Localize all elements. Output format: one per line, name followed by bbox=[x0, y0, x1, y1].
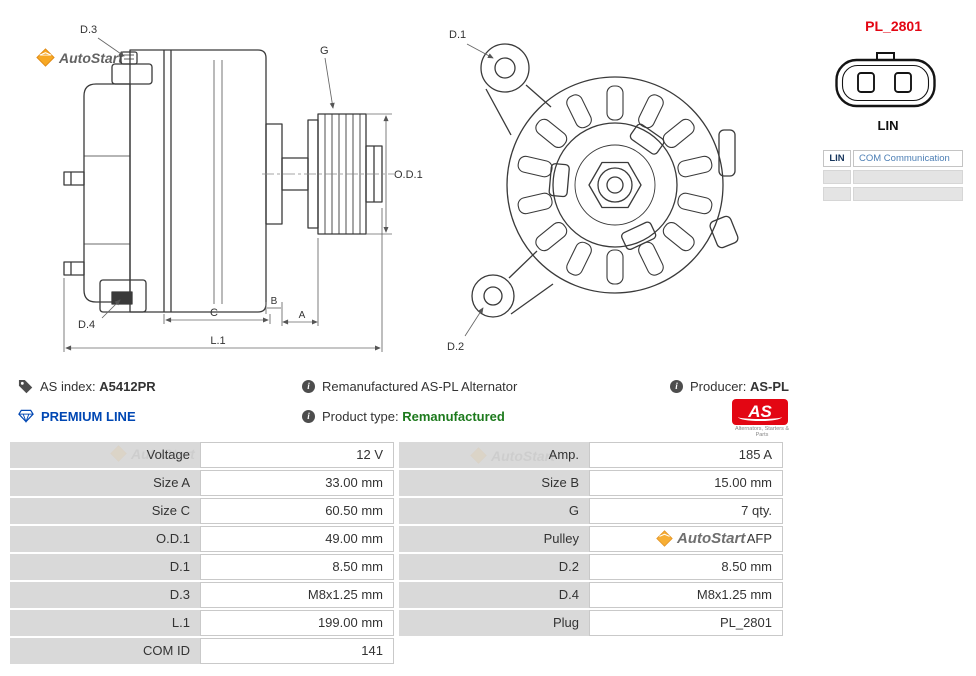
connector-name-label: LIN bbox=[877, 118, 899, 133]
spec-label: Plug bbox=[399, 610, 589, 636]
spec-value: 15.00 mm bbox=[589, 470, 783, 496]
alternator-front-view-drawing: D.1 D.2 bbox=[447, 29, 739, 353]
spec-label: D.1 bbox=[10, 554, 200, 580]
dim-label-c: C bbox=[210, 307, 218, 319]
dim-label-g: G bbox=[320, 45, 329, 57]
table-row: Voltage 12 V Amp. 185 A bbox=[10, 442, 786, 468]
product-type-item: i Product type: Remanufactured bbox=[302, 408, 505, 424]
table-row: Size A 33.00 mm Size B 15.00 mm bbox=[10, 470, 786, 496]
table-row: O.D.1 49.00 mm Pulley AFP bbox=[10, 526, 786, 552]
empty-cell bbox=[823, 170, 851, 184]
table-row: COM ID 141 bbox=[10, 638, 786, 664]
spec-label: L.1 bbox=[10, 610, 200, 636]
alternator-side-view-drawing: D.3 G O.D.1 D.4 C B A L.1 bbox=[63, 24, 423, 352]
spec-value: 185 A bbox=[589, 442, 783, 468]
spec-label: Size C bbox=[10, 498, 200, 524]
producer-text: Producer: AS-PL bbox=[690, 379, 789, 394]
product-type-text: Product type: Remanufactured bbox=[322, 409, 505, 424]
as-index-item: AS index: A5412PR bbox=[18, 378, 156, 394]
as-pl-logo-tagline: Alternators, Starters & Parts bbox=[734, 426, 790, 438]
spec-label: D.3 bbox=[10, 582, 200, 608]
side-view-dimensions bbox=[63, 37, 392, 352]
product-description: Remanufactured AS-PL Alternator bbox=[322, 378, 518, 394]
spec-label: Amp. bbox=[399, 442, 589, 468]
spec-table: Voltage 12 V Amp. 185 A Size A 33.00 mm … bbox=[10, 442, 786, 666]
spec-value: M8x1.25 mm bbox=[200, 582, 394, 608]
table-row: Size C 60.50 mm G 7 qty. bbox=[10, 498, 786, 524]
front-view-dimensions bbox=[464, 43, 494, 337]
info-icon: i bbox=[302, 379, 315, 393]
dim-label-d1: D.1 bbox=[449, 29, 466, 41]
premium-line-label: PREMIUM LINE bbox=[41, 408, 136, 424]
gem-icon bbox=[18, 409, 34, 423]
tag-icon bbox=[18, 379, 33, 393]
pin-table-row-empty bbox=[823, 170, 963, 184]
empty-cell bbox=[853, 170, 963, 184]
connector-pin-table: LIN COM Communication bbox=[823, 150, 963, 204]
pin-table-row: LIN COM Communication bbox=[823, 150, 963, 167]
product-type-label: Product type: bbox=[322, 408, 399, 424]
table-row: D.3 M8x1.25 mm D.4 M8x1.25 mm bbox=[10, 582, 786, 608]
spec-value: M8x1.25 mm bbox=[589, 582, 783, 608]
premium-line-item: PREMIUM LINE bbox=[18, 408, 136, 424]
side-view-body bbox=[63, 49, 383, 313]
description-item: i Remanufactured AS-PL Alternator bbox=[302, 378, 517, 394]
pin-name-cell: LIN bbox=[823, 150, 851, 167]
spec-label: Size B bbox=[399, 470, 589, 496]
spec-label: Pulley bbox=[399, 526, 589, 552]
spec-label: Voltage bbox=[10, 442, 200, 468]
dim-label-a: A bbox=[299, 310, 306, 321]
spec-value: 8.50 mm bbox=[589, 554, 783, 580]
as-index-text: AS index: A5412PR bbox=[40, 379, 156, 394]
spec-value: 141 bbox=[200, 638, 394, 664]
producer-item: i Producer: AS-PL bbox=[670, 378, 789, 394]
spec-label: D.2 bbox=[399, 554, 589, 580]
info-icon: i bbox=[670, 379, 683, 393]
producer-value: AS-PL bbox=[750, 378, 789, 394]
dim-label-d2: D.2 bbox=[447, 341, 464, 353]
pin-description-cell: COM Communication bbox=[853, 150, 963, 167]
plug-connector-drawing bbox=[835, 52, 936, 108]
spec-value: 33.00 mm bbox=[200, 470, 394, 496]
as-index-label: AS index: bbox=[40, 378, 96, 394]
spec-value: 60.50 mm bbox=[200, 498, 394, 524]
spec-label: O.D.1 bbox=[10, 526, 200, 552]
spec-value: 7 qty. bbox=[589, 498, 783, 524]
spec-label: D.4 bbox=[399, 582, 589, 608]
dim-label-d4: D.4 bbox=[78, 319, 95, 331]
dim-label-d3: D.3 bbox=[80, 24, 97, 36]
dim-label-l1: L.1 bbox=[210, 335, 225, 347]
side-view-dimension-labels: D.3 G O.D.1 D.4 C B A L.1 bbox=[78, 24, 423, 347]
front-view-dimension-labels: D.1 D.2 bbox=[447, 29, 466, 353]
plug-code: PL_2801 bbox=[865, 18, 922, 34]
dim-label-b: B bbox=[271, 296, 278, 307]
as-pl-logo: AS Alternators, Starters & Parts bbox=[732, 399, 792, 438]
front-view-body bbox=[471, 43, 739, 318]
spec-label: Size A bbox=[10, 470, 200, 496]
table-row: D.1 8.50 mm D.2 8.50 mm bbox=[10, 554, 786, 580]
spec-value: PL_2801 bbox=[589, 610, 783, 636]
table-row: L.1 199.00 mm Plug PL_2801 bbox=[10, 610, 786, 636]
spec-value: AFP bbox=[589, 526, 783, 552]
spec-value: 8.50 mm bbox=[200, 554, 394, 580]
spec-value: 49.00 mm bbox=[200, 526, 394, 552]
producer-label: Producer: bbox=[690, 378, 747, 394]
spec-label: COM ID bbox=[10, 638, 200, 664]
info-icon: i bbox=[302, 409, 315, 423]
empty-cell bbox=[853, 187, 963, 201]
as-pl-logo-mark: AS bbox=[732, 399, 788, 425]
spec-value: 199.00 mm bbox=[200, 610, 394, 636]
spec-label: G bbox=[399, 498, 589, 524]
pin-table-row-empty bbox=[823, 187, 963, 201]
empty-cell bbox=[823, 187, 851, 201]
as-index-value: A5412PR bbox=[99, 378, 156, 394]
product-type-value: Remanufactured bbox=[402, 408, 505, 424]
spec-value: 12 V bbox=[200, 442, 394, 468]
dim-label-od1: O.D.1 bbox=[394, 169, 423, 181]
